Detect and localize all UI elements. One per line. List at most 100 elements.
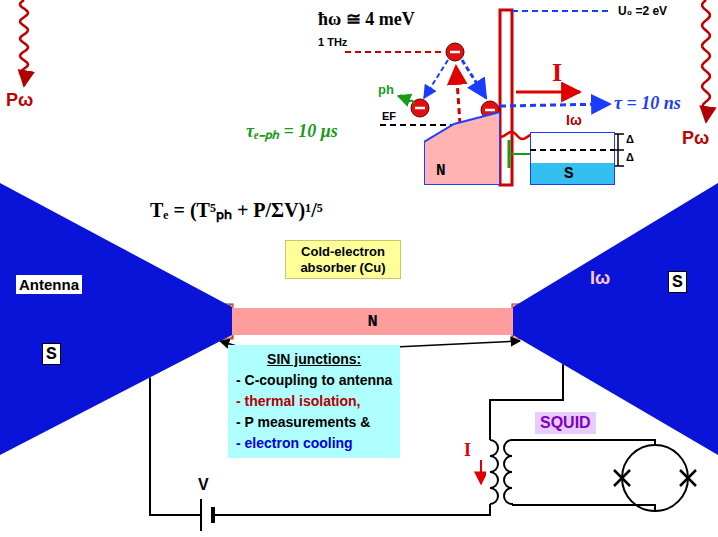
label-slot: Pω xyxy=(682,128,709,149)
label-slot: U₀ =2 eV xyxy=(618,4,667,18)
coil xyxy=(504,440,512,505)
node-shape xyxy=(0,183,232,455)
text-slot: Antenna xyxy=(16,275,82,294)
text-label: ph xyxy=(378,82,394,97)
node-text: N xyxy=(367,312,377,331)
text-label: Iω xyxy=(566,112,582,128)
gap-marker xyxy=(617,134,619,150)
label-slot: I xyxy=(464,440,471,461)
node-text: N xyxy=(436,162,446,180)
text-label: ħω ≅ 4 meV xyxy=(318,8,415,30)
photon-energy-line xyxy=(345,51,444,53)
squid-label: SQUID xyxy=(535,412,596,434)
label-slot: Iω xyxy=(566,112,582,128)
text-label: 1 THz xyxy=(318,36,347,48)
phonon-arrow xyxy=(398,95,414,104)
coil xyxy=(490,440,498,504)
node-text: Antenna xyxy=(16,275,82,294)
node-text: S xyxy=(42,343,61,365)
coupling-wire xyxy=(512,440,655,445)
label-slot: ph xyxy=(378,82,394,97)
node-text: SQUID xyxy=(540,414,591,432)
text-slot: S xyxy=(42,343,61,365)
capacitor-lead xyxy=(509,153,530,155)
text-label: τ = 10 ns xyxy=(614,93,681,114)
node-text: S xyxy=(564,165,574,183)
normal-metal-region: N xyxy=(424,112,500,185)
electron-sign xyxy=(415,107,425,110)
node-shape xyxy=(513,183,718,455)
electron-sign xyxy=(485,109,495,112)
text-label: V xyxy=(198,476,209,494)
junction-notes: SIN junctions:- C-coupling to antenna- t… xyxy=(228,345,400,458)
node-outline xyxy=(0,183,232,455)
text-label: I xyxy=(552,58,562,88)
absorber-bar: N xyxy=(232,308,513,335)
label-slot: V xyxy=(198,476,209,494)
node-text: S xyxy=(668,271,687,293)
node-text: SIN junctions: xyxy=(236,349,392,370)
node-text: - electron cooling xyxy=(236,433,392,454)
text-label: τₑ₋ₚₕ = 10 μs xyxy=(246,118,338,142)
label-slot: I xyxy=(552,58,562,88)
text-label: Pω xyxy=(6,90,33,111)
node-outline xyxy=(424,112,500,185)
label-slot: EF xyxy=(382,110,396,122)
text-label: I xyxy=(464,440,471,461)
antenna-left: AntennaS xyxy=(0,183,232,455)
superconductor-region: S xyxy=(530,132,615,185)
text-label: Iω xyxy=(590,268,610,289)
absorption-arrow xyxy=(456,66,460,124)
node-text: - thermal isolation, xyxy=(236,391,392,412)
node-text: - P measurements & xyxy=(236,412,392,433)
josephson-junction xyxy=(614,470,630,486)
tunnel-barrier xyxy=(500,10,512,185)
text-label: Tₑ = (T⁵ₚₕ + P/ΣV)¹/⁵ xyxy=(150,196,323,223)
fermi-level-line xyxy=(530,149,615,151)
radiation-arrow xyxy=(20,0,28,86)
text-label: Δ xyxy=(626,151,634,163)
label-slot: τ = 10 ns xyxy=(614,93,681,114)
absorber-label: Cold-electron absorber (Cu) xyxy=(285,240,401,279)
text-slot: N xyxy=(436,162,446,180)
capacitor-plate xyxy=(508,140,511,168)
electron xyxy=(446,43,464,61)
josephson-junction xyxy=(614,470,630,486)
text-label: Δ xyxy=(626,133,634,145)
node-text: - C-coupling to antenna xyxy=(236,370,392,391)
text-label: EF xyxy=(382,110,396,122)
node-shape xyxy=(424,112,500,185)
label-slot: Pω xyxy=(6,90,33,111)
label-slot: Δ xyxy=(626,133,634,145)
current-arrow xyxy=(480,460,482,484)
tunneling-arrow xyxy=(462,60,486,98)
label-slot: Iω xyxy=(590,268,610,289)
tunneling-arrow xyxy=(500,104,610,106)
condensate-band xyxy=(531,163,614,184)
squid-loop xyxy=(622,445,688,511)
node-text: Cold-electron absorber (Cu) xyxy=(290,244,396,275)
gap-marker xyxy=(617,150,619,166)
label-slot: Tₑ = (T⁵ₚₕ + P/ΣV)¹/⁵ xyxy=(150,196,323,223)
current-arrow xyxy=(516,91,580,94)
text-slot: S xyxy=(668,271,687,293)
electron-sign xyxy=(450,51,460,54)
radiation-arrow xyxy=(702,0,710,122)
relaxation-arrow xyxy=(424,60,448,98)
coupling-wire xyxy=(512,505,655,511)
barrier-height-line xyxy=(512,10,612,12)
text-label: U₀ =2 eV xyxy=(618,4,667,18)
battery-plate xyxy=(200,499,202,531)
label-slot: ħω ≅ 4 meV xyxy=(318,8,415,30)
text-slot: S xyxy=(564,165,574,183)
label-slot: 1 THz xyxy=(318,36,347,48)
node-shape xyxy=(530,132,615,185)
label-slot: Δ xyxy=(626,151,634,163)
battery-gap xyxy=(201,508,213,522)
battery-plate xyxy=(211,507,215,523)
josephson-junction xyxy=(680,470,696,486)
text-label: Pω xyxy=(682,128,709,149)
